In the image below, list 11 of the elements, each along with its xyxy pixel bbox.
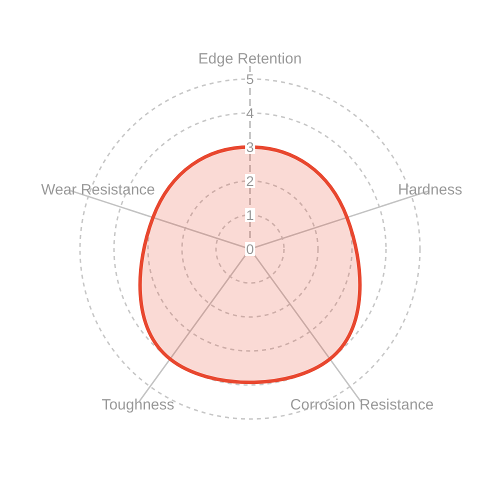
axis-label: Wear Resistance	[41, 182, 155, 198]
axis-label: Hardness	[398, 182, 462, 198]
axis-label: Edge Retention	[198, 50, 302, 68]
tick-label: 5	[245, 72, 255, 86]
tick-label: 3	[245, 140, 255, 154]
tick-label: 2	[245, 174, 255, 188]
axis-label: Toughness	[102, 396, 174, 414]
axis-label: Corrosion Resistance	[290, 396, 434, 414]
tick-label: 4	[245, 106, 255, 120]
tick-label: 1	[245, 208, 255, 222]
tick-label: 0	[245, 242, 255, 256]
